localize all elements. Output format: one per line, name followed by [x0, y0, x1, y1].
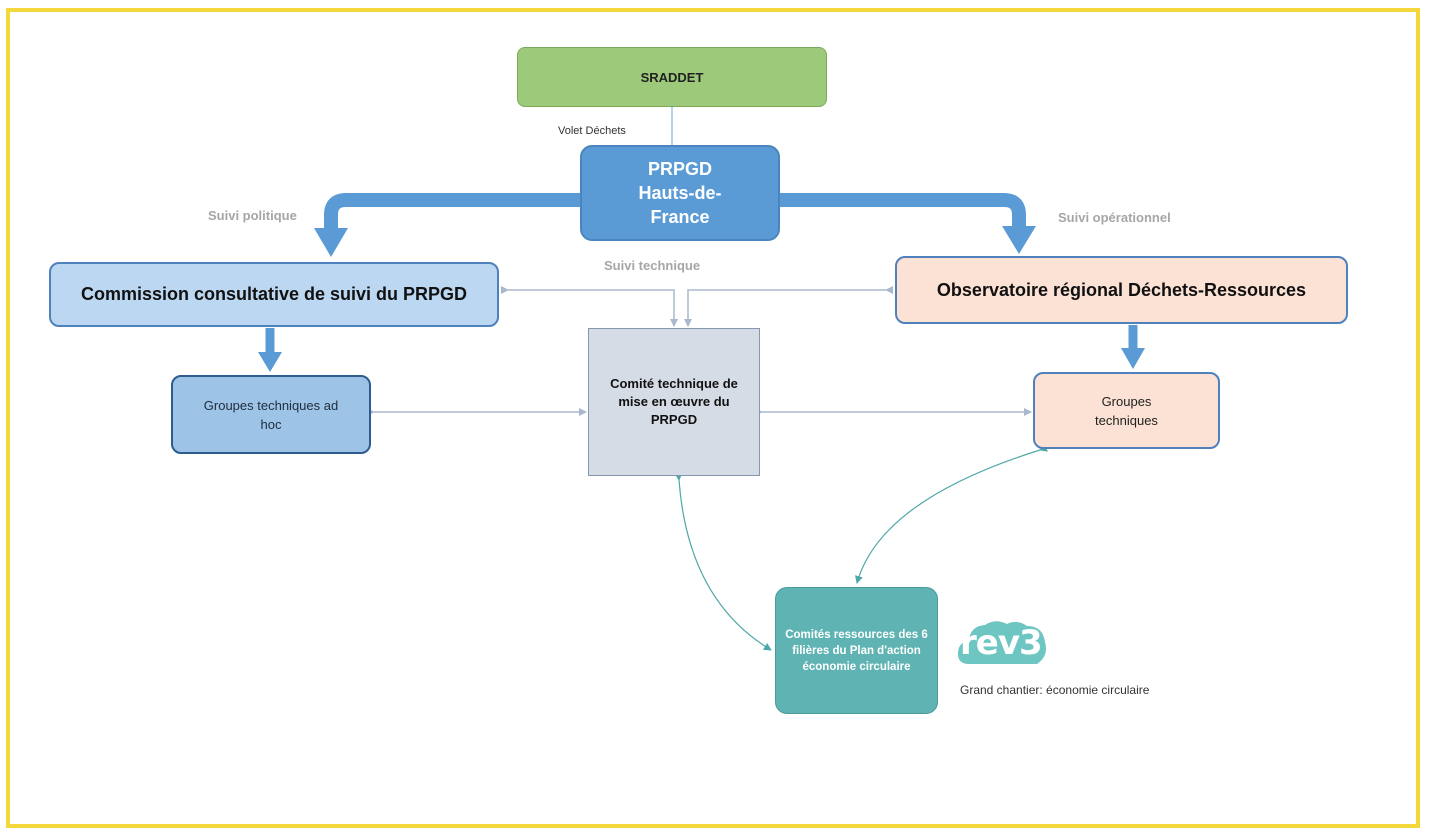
prpgd-label: PRPGD Hauts-de-France [638, 159, 722, 227]
sraddet-node: SRADDET [517, 47, 827, 107]
link-comite-comites [674, 472, 772, 651]
commission-label: Commission consultative de suivi du PRPG… [80, 284, 468, 304]
volet-dechets-label: Volet Déchets [558, 125, 626, 137]
link-commission-comite [501, 286, 678, 327]
comites-ressources-label: Comités ressources des 6 filières du Pla… [785, 628, 928, 673]
arrow-head-groupes-left [258, 352, 282, 372]
observatoire-label: Observatoire régional Déchets-Ressources [936, 279, 1307, 300]
groupes-adhoc-label: Groupes techniques ad hoc [203, 397, 339, 432]
observatoire-node: Observatoire régional Déchets-Ressources [895, 256, 1348, 324]
rev3-logo-text: rev3 [960, 623, 1043, 663]
groupes-techniques-node: Groupes techniques [1033, 372, 1220, 449]
connector-layer [258, 107, 1145, 651]
comites-ressources-node: Comités ressources des 6 filières du Pla… [775, 587, 938, 714]
rev3-logo-icon [957, 621, 1046, 664]
prpgd-node: PRPGD Hauts-de-France [580, 145, 780, 241]
arrow-prpgd-to-commission [324, 193, 580, 232]
commission-node: Commission consultative de suivi du PRPG… [49, 262, 499, 327]
suivi-operationnel-label: Suivi opérationnel [1058, 210, 1171, 225]
link-groupes-right-comites [855, 444, 1048, 584]
comite-technique-node: Comité technique de mise en œuvre du PRP… [588, 328, 760, 476]
link-observatoire-comite [684, 286, 893, 327]
suivi-politique-label: Suivi politique [208, 208, 297, 223]
arrow-head-observatoire [1002, 226, 1036, 254]
arrow-head-groupes-right [1121, 348, 1145, 369]
grand-chantier-label: Grand chantier: économie circulaire [960, 683, 1150, 697]
sraddet-label: SRADDET [640, 69, 704, 85]
arrow-prpgd-to-observatoire [780, 193, 1026, 230]
arrow-head-commission [314, 228, 348, 257]
groupes-techniques-label: Groupes techniques [1095, 393, 1158, 428]
suivi-technique-label: Suivi technique [604, 258, 701, 273]
groupes-techniques-adhoc-node: Groupes techniques ad hoc [171, 375, 371, 454]
comite-label: Comité technique de mise en œuvre du PRP… [610, 376, 738, 427]
